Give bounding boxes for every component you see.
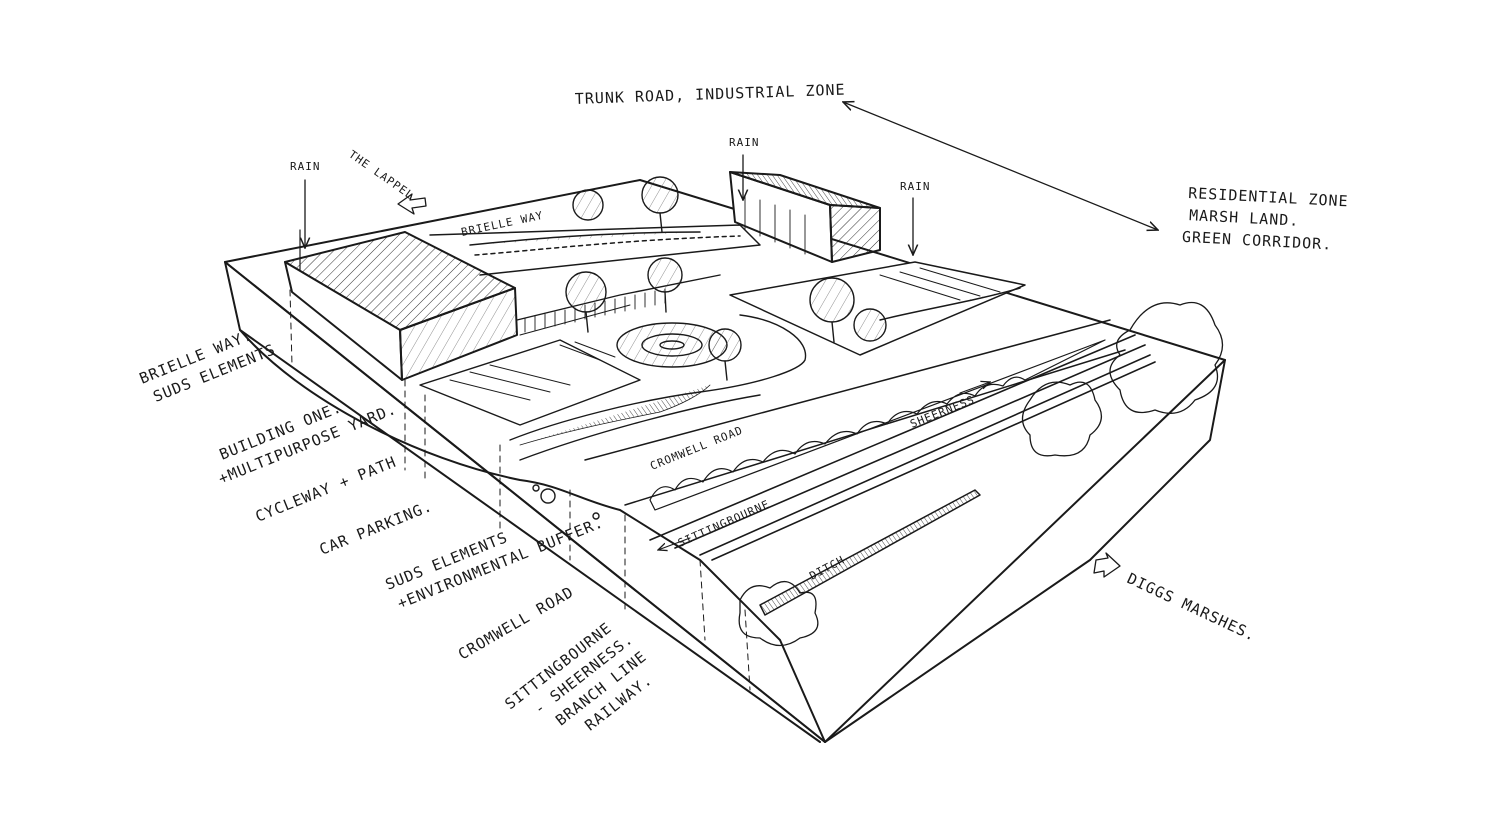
culverts	[532, 484, 600, 520]
car-parking	[419, 339, 641, 426]
legend-railway: SITTINGBOURNE - SHEERNESS. BRANCH LINE R…	[501, 606, 671, 765]
suds-pond	[509, 314, 807, 461]
rain-label-1: RAIN	[290, 160, 321, 173]
trees	[565, 176, 887, 381]
legend-cromwell-road: CROMWELL ROAD	[455, 583, 577, 664]
lappel-arrow	[397, 193, 427, 215]
diggs-marshes-label: DIGGS MARSHES.	[1124, 569, 1259, 645]
rain-label-3: RAIN	[900, 180, 931, 193]
section-lines	[289, 289, 751, 691]
rail-direction-arrows	[658, 382, 990, 550]
rain-label-2: RAIN	[729, 136, 760, 149]
right-yard	[729, 261, 1026, 356]
residential-zone-label: RESIDENTIAL ZONE MARSH LAND. GREEN CORRI…	[1181, 184, 1359, 255]
ditch	[759, 489, 981, 616]
hedgerow	[649, 339, 1106, 511]
legend-car-parking: CAR PARKING.	[317, 497, 435, 559]
marshes-arrow	[1093, 552, 1121, 578]
industrial-zone-label: TRUNK ROAD, INDUSTRIAL ZONE	[575, 81, 846, 108]
brielle-way-strip	[429, 224, 761, 276]
lappel-label: THE LAPPEL	[346, 148, 416, 202]
marsh-vegetation	[738, 301, 1224, 647]
legend-brielle-way: BRIELLE WAY. SUDS ELEMENTS	[137, 320, 278, 408]
railway	[649, 334, 1156, 561]
multipurpose-yard	[516, 274, 721, 336]
zone-arrow	[843, 102, 1158, 230]
building-one	[284, 229, 518, 381]
